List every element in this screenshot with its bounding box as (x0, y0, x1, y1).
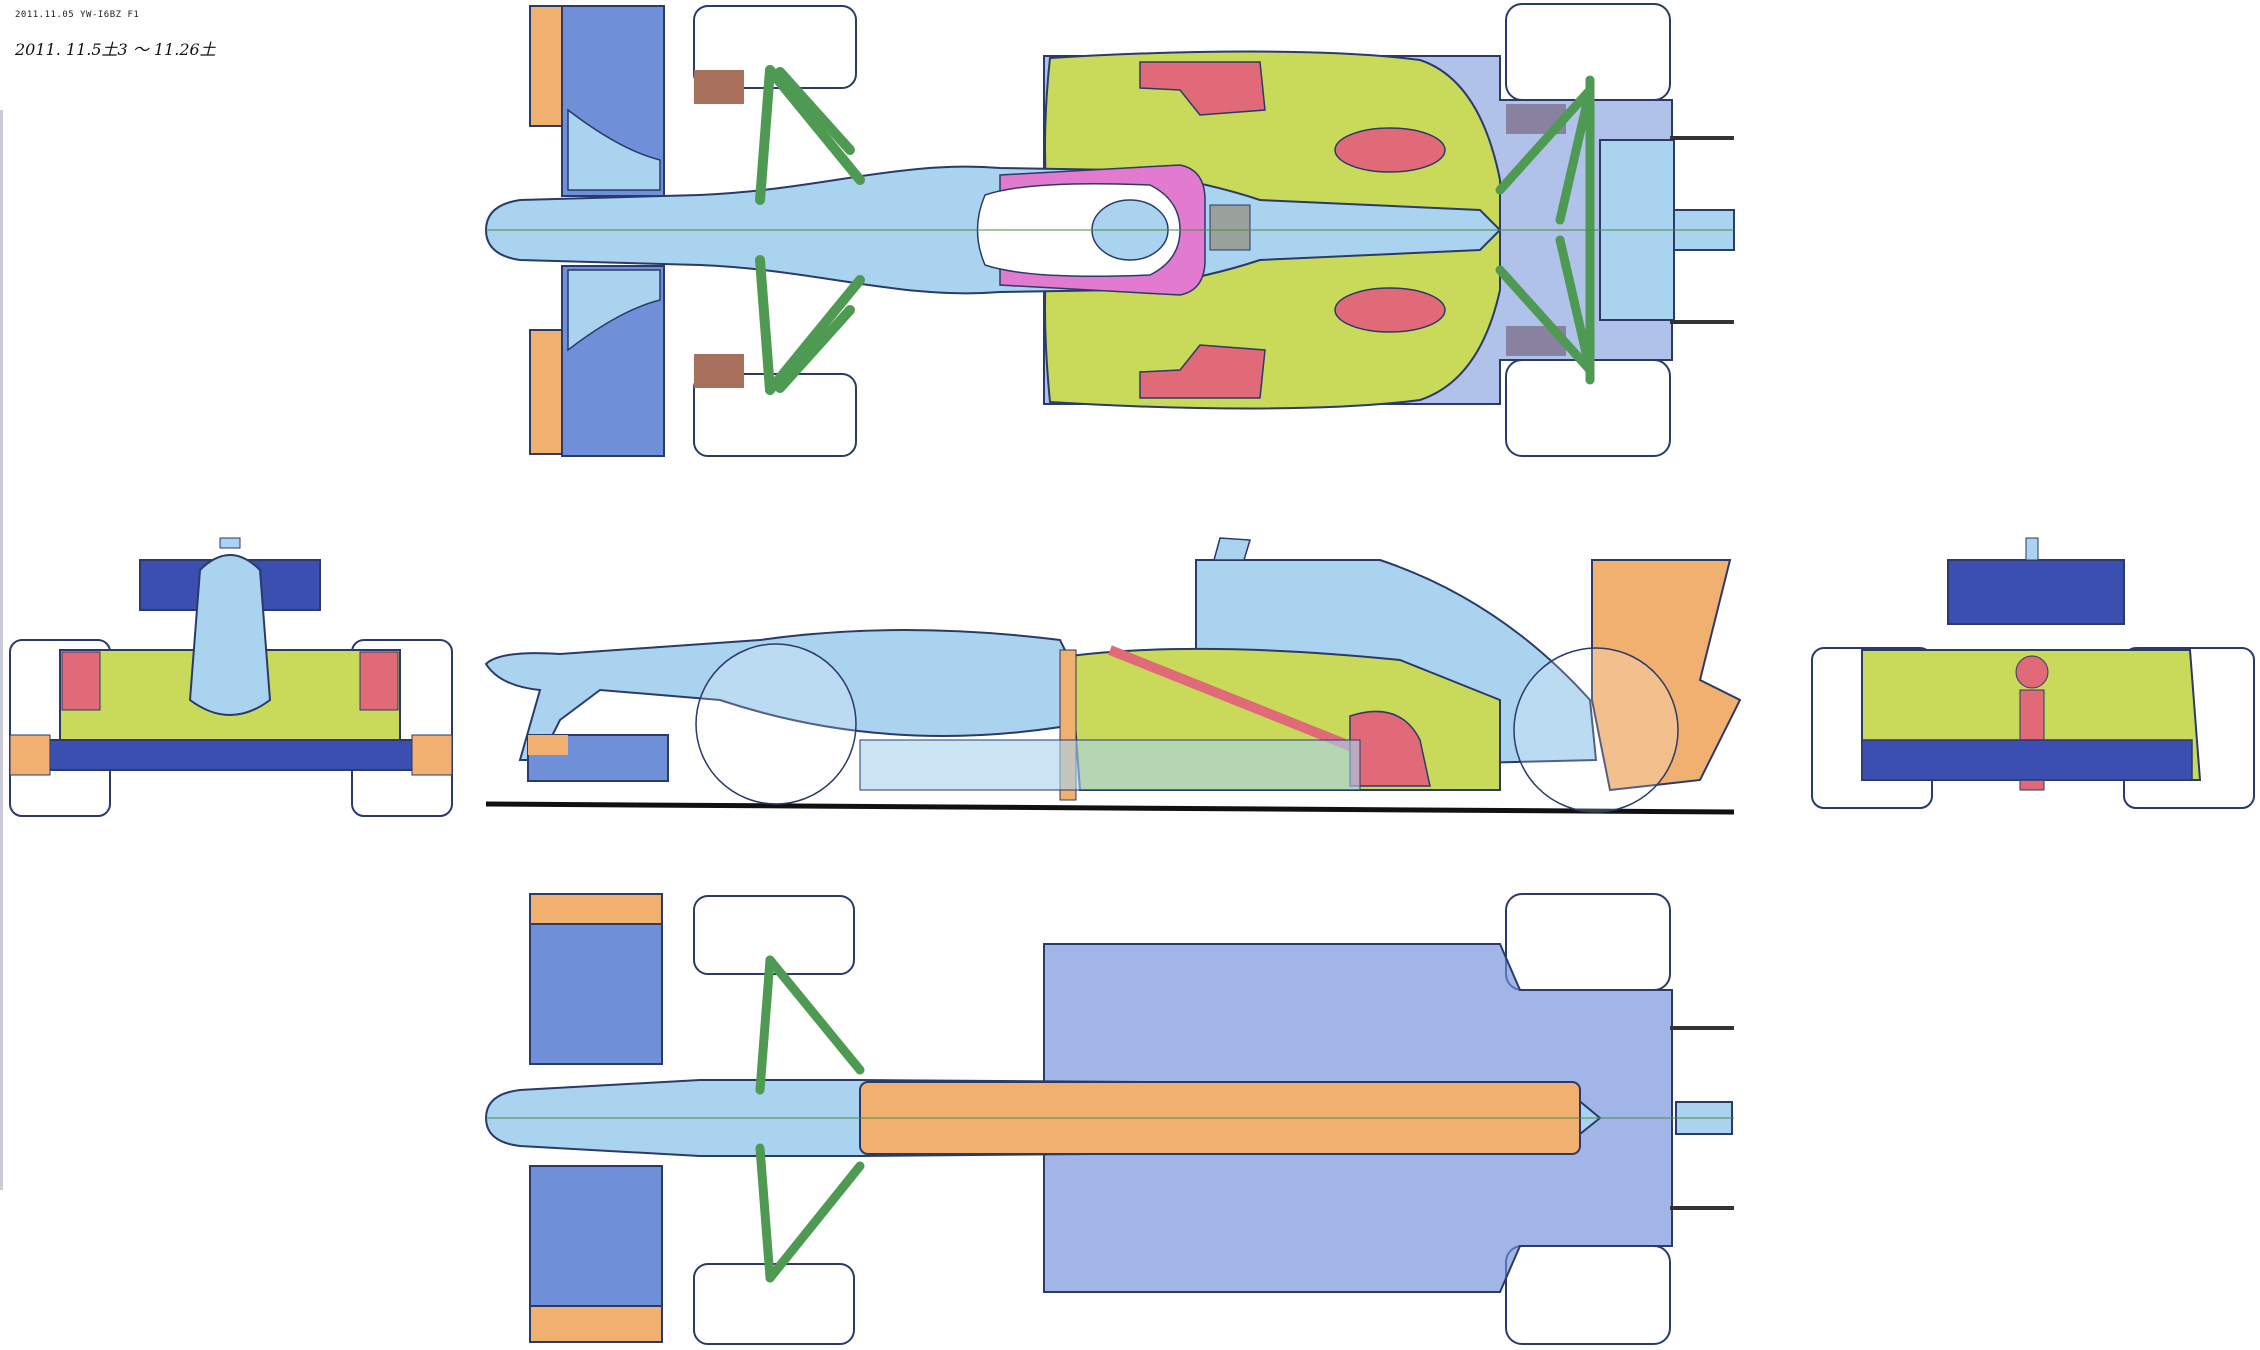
front-view (9, 537, 453, 817)
side-exhaust (1349, 710, 1431, 787)
date-note: 2011.11.05 YW-I6BZ F1 2011. 11.5土3 ～ 11.… (0, 0, 216, 78)
exhaust-top (1334, 127, 1446, 173)
front-wing-endplate-bottom (529, 329, 567, 455)
ground-line (485, 801, 1735, 815)
front-suspension-top (755, 65, 865, 395)
bottom-view (484, 893, 1734, 1345)
side-front-wheel (695, 643, 857, 805)
bottom-front-wing-upper (529, 923, 663, 1065)
sheet-edge (0, 110, 3, 1190)
front-wing-endplate-top (529, 5, 567, 127)
rear-view (1811, 537, 2255, 809)
bottom-front-wing-endplate-top (529, 893, 663, 925)
side-rear-wheel (1513, 647, 1679, 813)
rear-view-wing (1947, 559, 2125, 625)
date-note-line-1: 2011.11.05 YW-I6BZ F1 (15, 10, 140, 20)
side-rear-wing (1591, 559, 1742, 792)
front-tyre-top (693, 5, 857, 89)
exhaust-bottom (1334, 287, 1446, 333)
front-view-wing (9, 739, 453, 771)
sidepod-intake-bottom (1139, 344, 1266, 399)
bottom-suspension (755, 955, 865, 1283)
date-note-line-2: 2011. 11.5土3 ～ 11.26土 (15, 40, 216, 59)
bottom-front-wing-lower (529, 1165, 663, 1307)
side-view (484, 537, 1742, 815)
front-view-chassis (188, 554, 272, 716)
sidepod-intake-top (1139, 61, 1266, 116)
rear-suspension-top (1495, 75, 1595, 385)
bottom-front-wing-endplate-bottom (529, 1305, 663, 1343)
top-view (484, 3, 1735, 457)
front-tyre-bottom (693, 373, 857, 457)
